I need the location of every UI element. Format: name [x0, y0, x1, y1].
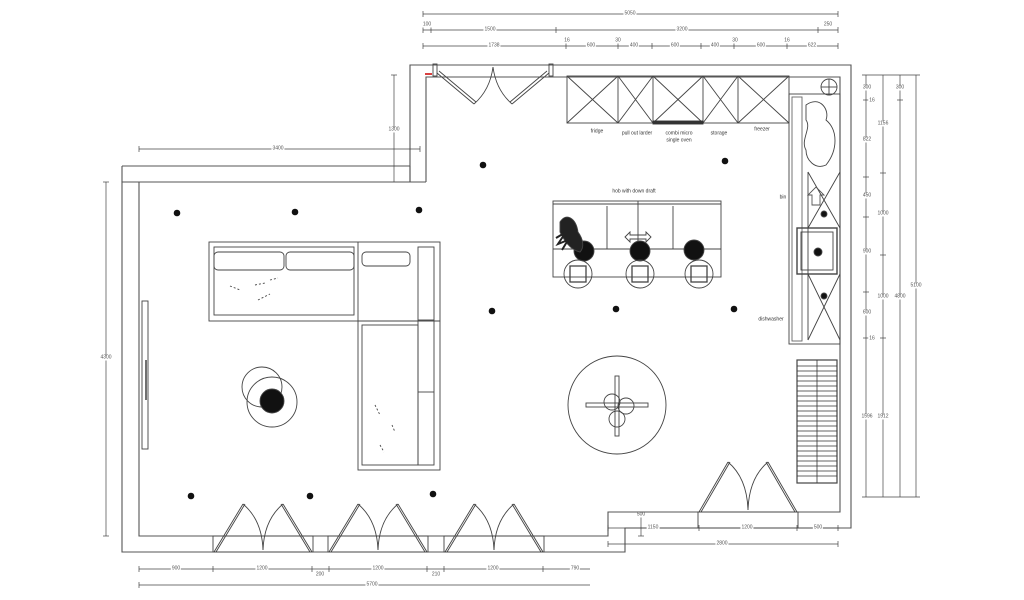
dimension-label: 450	[861, 192, 873, 199]
walls	[121, 64, 852, 553]
dimension-label: 16	[868, 335, 876, 342]
ceiling-light-icon	[612, 305, 620, 313]
dimension-label: 900	[861, 248, 873, 255]
dimension-label: 300	[894, 84, 906, 91]
dimension-label: 600	[585, 42, 597, 49]
dimension-label: 16	[868, 97, 876, 104]
dimension-label: 100	[421, 21, 433, 28]
dimension-label: 790	[569, 565, 581, 572]
ceiling-light-icon	[173, 209, 181, 217]
ceiling-light-icon	[306, 492, 314, 500]
top-bifold-doors	[432, 63, 554, 105]
dimension-label: 600	[755, 42, 767, 49]
kitchen-island	[552, 200, 722, 289]
dimension-label: 3400	[271, 145, 285, 152]
dimension-label: 5050	[623, 10, 637, 17]
ceiling-lights	[173, 157, 738, 500]
dimension-label: 500	[812, 524, 824, 531]
ceiling-light-icon	[721, 157, 729, 165]
dimension-label: 400	[628, 42, 640, 49]
ceiling-light-icon	[479, 161, 487, 169]
annotation-bin: bin	[779, 194, 787, 201]
ceiling-light-icon	[488, 307, 496, 315]
dimension-label: 30	[731, 37, 739, 44]
dimension-label: 1912	[876, 413, 890, 420]
radiator-right	[796, 359, 838, 484]
dimension-label: 622	[806, 42, 818, 49]
radiator-left	[141, 300, 149, 450]
ceiling-light-icon	[415, 206, 423, 214]
dimension-label: 1200	[255, 565, 269, 572]
corner-sofa	[208, 241, 441, 471]
dimension-lines	[103, 11, 920, 588]
dimension-label: 5700	[365, 581, 379, 588]
kitchen-tall-units	[566, 75, 790, 125]
dimension-label: 3200	[675, 26, 689, 33]
annotation-combi-micro: combi micro	[665, 130, 693, 137]
dimension-label: 1738	[487, 42, 501, 49]
annotation-dishwasher: dishwasher	[758, 316, 784, 323]
dimension-label: 1300	[387, 126, 401, 133]
dimension-label: 1596	[860, 413, 874, 420]
ceiling-light-icon	[187, 492, 195, 500]
dimension-label: 600	[669, 42, 681, 49]
dimension-label: 400	[709, 42, 721, 49]
dimension-label: 16	[783, 37, 791, 44]
dimension-label: 1000	[876, 210, 890, 217]
dimension-label: 1000	[876, 293, 890, 300]
ceiling-light-icon	[429, 490, 437, 498]
dimension-label: 5100	[909, 282, 923, 289]
dimension-label: 1200	[371, 565, 385, 572]
dimension-label: 210	[430, 571, 442, 578]
dimension-label: 822	[861, 136, 873, 143]
dimension-label: 30	[614, 37, 622, 44]
ceiling-light-icon	[730, 305, 738, 313]
dimension-label: 200	[314, 571, 326, 578]
annotation-fridge: fridge	[590, 128, 604, 135]
dimension-label: 500	[635, 511, 647, 518]
dimension-label: 1150	[646, 524, 660, 531]
dimension-label: 300	[861, 84, 873, 91]
annotation-hob-with-down-draft: hob with down draft	[612, 188, 656, 195]
annotation-single-oven: single oven	[666, 137, 692, 144]
dimension-label: 900	[170, 565, 182, 572]
dimension-label: 600	[861, 309, 873, 316]
dimension-label: 4800	[893, 293, 907, 300]
ceiling-light-icon	[291, 208, 299, 216]
dimension-label: 1200	[486, 565, 500, 572]
annotation-pull-out-larder: pull out larder	[621, 130, 653, 137]
dimension-label: 1500	[483, 26, 497, 33]
right-kitchen-run	[788, 78, 841, 345]
dimension-label: 250	[822, 21, 834, 28]
dining-table	[567, 355, 667, 455]
dimension-label: 2800	[715, 540, 729, 547]
coffee-table	[241, 366, 298, 428]
annotation-storage: storage	[710, 130, 728, 137]
dimension-label: 4300	[99, 354, 113, 361]
dimension-label: 1200	[740, 524, 754, 531]
bottom-bifold-doors	[212, 461, 799, 553]
dimension-label: 1156	[876, 120, 890, 127]
annotation-freezer: freezer	[754, 126, 770, 133]
dimension-label: 16	[563, 37, 571, 44]
